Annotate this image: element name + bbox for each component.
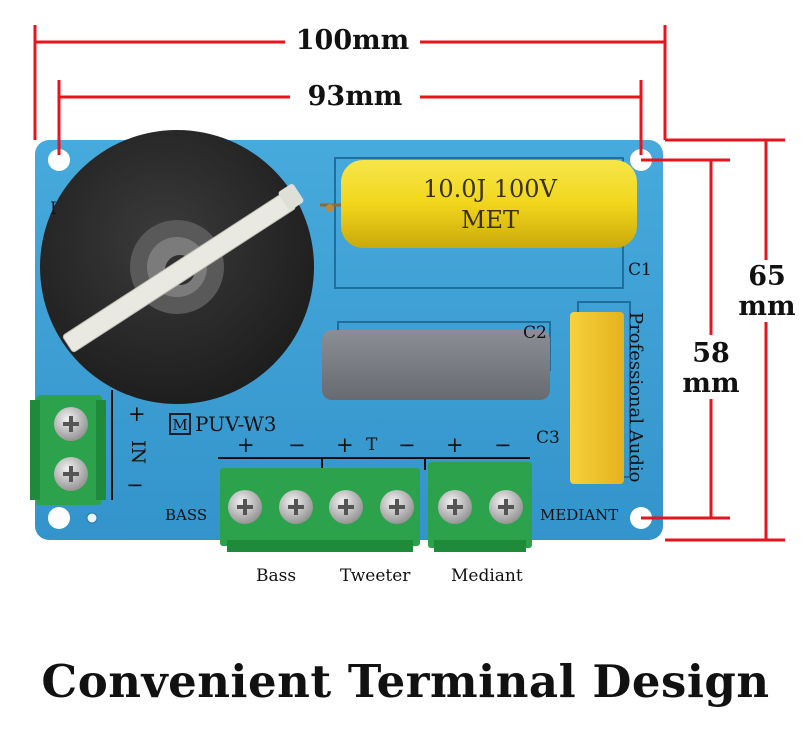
c3-capacitor: [570, 312, 624, 484]
output-terminal-block-1: [220, 468, 420, 552]
polarity-sign: +: [446, 433, 464, 457]
terminal-screws: [228, 490, 523, 524]
width-inner-label: 93mm: [290, 82, 420, 112]
polarity-sign: +: [336, 433, 354, 457]
polarity-sign: −: [288, 433, 306, 457]
output-terminal-block-2: [428, 462, 532, 552]
model-name: PUV-W3: [195, 412, 277, 436]
c1-capacitor-text-1: 10.0J 100V: [423, 175, 557, 203]
input-terminal-block: [30, 395, 106, 505]
c1-capacitor: [341, 160, 637, 248]
height-outer-label: 65 mm: [732, 262, 802, 322]
height-inner-label: 58 mm: [676, 339, 746, 399]
mount-hole: [48, 149, 70, 171]
cable-tie-head: [278, 184, 304, 210]
polarity-sign: +: [237, 433, 255, 457]
dimension-lines: [33, 25, 785, 542]
c1-lead-solder: [326, 204, 334, 212]
model-logo-letter: M: [172, 416, 187, 434]
mount-hole: [48, 507, 70, 529]
tweeter-terminal-label: Tweeter: [340, 566, 411, 586]
c3-label: C3: [536, 428, 560, 448]
bass-terminal-label: Bass: [256, 566, 297, 586]
width-outer-label: 100mm: [285, 26, 420, 56]
c1-capacitor-text-2: MET: [461, 206, 519, 234]
c2-capacitor: [322, 330, 550, 400]
c2-label: C2: [523, 323, 547, 343]
small-hole: [86, 512, 98, 524]
mediant-board-label: MEDIANT: [540, 506, 618, 524]
c1-label: C1: [628, 260, 652, 280]
input-minus: −: [126, 473, 144, 497]
tweeter-mark: T: [366, 435, 378, 455]
bass-board-label: BASS: [165, 506, 207, 524]
side-text: Professional Audio: [625, 312, 646, 482]
input-plus: +: [128, 402, 146, 426]
input-label: IN: [127, 440, 149, 464]
caption-title: Convenient Terminal Design: [41, 655, 770, 708]
polarity-sign: −: [398, 433, 416, 457]
polarity-sign: −: [494, 433, 512, 457]
inductor-mark: I: [50, 199, 57, 219]
model-logo-box: [169, 413, 191, 435]
mediant-terminal-label: Mediant: [451, 566, 523, 586]
